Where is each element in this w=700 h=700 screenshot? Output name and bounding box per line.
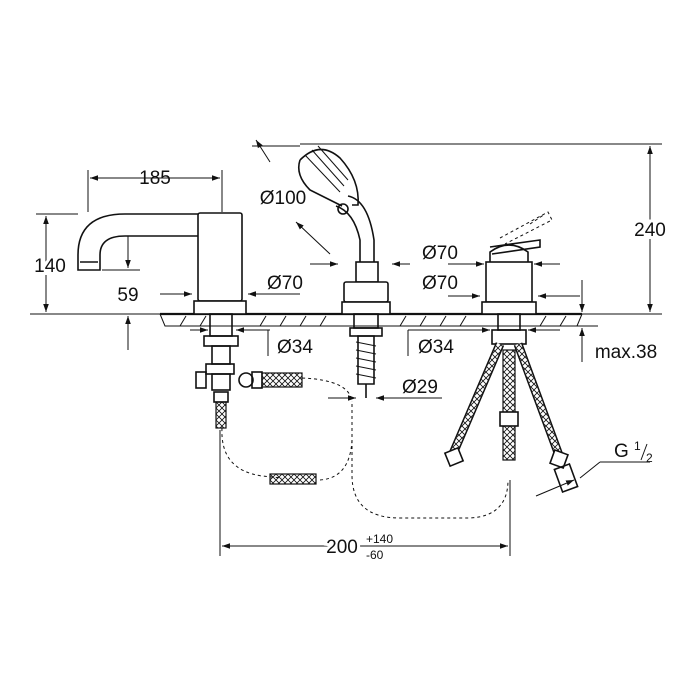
label-thread-numerator: 1 xyxy=(634,439,641,453)
label-base-left-diameter: Ø70 xyxy=(267,273,303,294)
label-shower-head-diameter: Ø100 xyxy=(260,188,306,209)
label-spacing-200: 200 xyxy=(326,537,358,558)
spout-shank-assembly xyxy=(195,313,303,429)
deck-surface xyxy=(30,312,583,327)
label-shank-left-diameter: Ø34 xyxy=(277,337,313,358)
hose-route xyxy=(221,377,509,519)
dimension-labels: 185 140 59 Ø70 Ø100 Ø70 Ø70 240 Ø34 Ø34 … xyxy=(31,168,669,562)
label-shower-base-diameter: Ø70 xyxy=(422,243,458,264)
mixer-valve xyxy=(481,211,553,315)
label-mixer-top-diameter: Ø70 xyxy=(422,273,458,294)
label-thread-g: G xyxy=(614,441,629,462)
label-thread-denominator: 2 xyxy=(646,451,653,465)
label-140: 140 xyxy=(34,256,66,277)
label-spacing-minus: -60 xyxy=(366,548,384,562)
label-max-38: max.38 xyxy=(595,342,657,363)
label-shank-right-diameter: Ø34 xyxy=(418,337,454,358)
hand-shower xyxy=(297,145,391,315)
label-hose-guide-diameter: Ø29 xyxy=(402,377,438,398)
label-spacing-plus: +140 xyxy=(366,532,393,546)
label-240: 240 xyxy=(634,220,666,241)
mixer-shank-assembly xyxy=(443,313,579,494)
dimension-lines xyxy=(36,139,662,556)
label-59: 59 xyxy=(117,285,138,306)
bath-spout xyxy=(77,212,247,315)
label-185: 185 xyxy=(139,168,171,189)
hose-guide-assembly xyxy=(349,313,383,398)
